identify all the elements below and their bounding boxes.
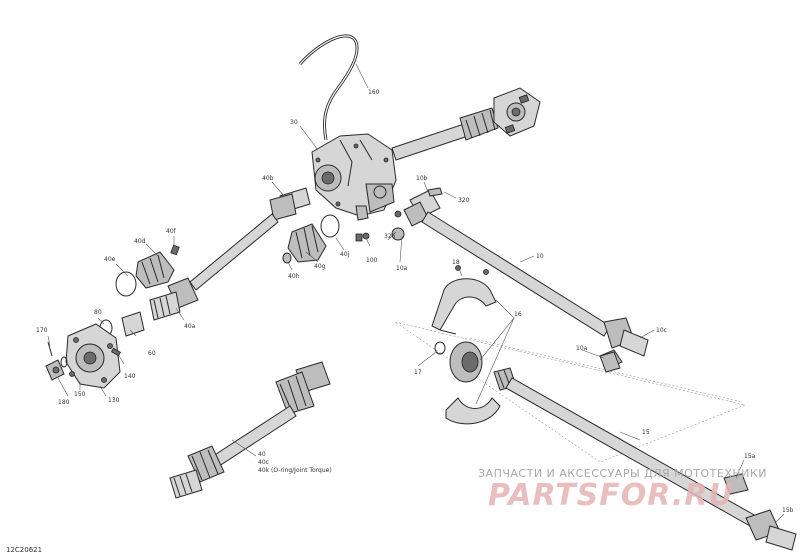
callout-140: 140 (124, 373, 136, 380)
callout-10: 10 (536, 253, 544, 260)
leader-lines (47, 63, 785, 523)
callout-40c: 40c (258, 459, 269, 466)
propshaft-10 (362, 187, 649, 369)
callout-40d: 40d (134, 238, 146, 245)
callout-40j: 40j (340, 251, 350, 258)
callout-170: 170 (36, 327, 48, 334)
callout-40e: 40e (104, 256, 116, 263)
callout-60: 60 (148, 350, 156, 357)
callout-labels: 160 30 40b 40d 40f 40e 40g 40j 40h 40a 8… (36, 89, 794, 514)
callout-10a-top: 10a (396, 265, 408, 272)
callout-40: 40 (258, 451, 266, 458)
center-bearing-bracket (431, 265, 501, 425)
callout-130: 130 (108, 397, 120, 404)
callout-100: 100 (366, 257, 378, 264)
callout-150: 150 (74, 391, 86, 398)
callout-40g: 40g (314, 263, 326, 270)
callout-10b: 10b (416, 175, 428, 182)
callout-18: 18 (452, 259, 460, 266)
callout-80: 80 (94, 309, 102, 316)
guide-lines (394, 321, 746, 463)
callout-15: 15 (642, 429, 650, 436)
callout-15a: 15a (744, 453, 756, 460)
breather-hose (298, 34, 359, 141)
callout-40a: 40a (184, 323, 196, 330)
cv-boot-set-right (282, 214, 363, 264)
propshaft-15 (493, 367, 797, 551)
callout-160: 160 (368, 89, 380, 96)
callout-16: 16 (514, 311, 522, 318)
callout-40f: 40f (166, 228, 177, 235)
callout-40h: 40h (288, 273, 300, 280)
callout-180: 180 (58, 399, 70, 406)
callout-40k: 40k (O-ring/Joint Torque) (258, 467, 332, 474)
diagram-code: 12C20621 (6, 546, 43, 554)
front-differential (311, 133, 397, 221)
callout-320: 320 (458, 197, 470, 204)
u-joint-10a (599, 351, 621, 373)
callout-326: 326 (384, 233, 396, 240)
watermark-tagline: ЗАПЧАСТИ И АКСЕССУАРЫ ДЛЯ МОТОТЕХНИКИ (478, 467, 767, 480)
callout-17: 17 (414, 369, 422, 376)
wheel-hub (45, 323, 122, 389)
pinion-shaft-upper (391, 87, 541, 161)
cv-boot-set-left (99, 244, 180, 337)
callout-10c: 10c (656, 327, 667, 334)
callout-40b: 40b (262, 175, 274, 182)
watermark-logo: PARTSFOR.RU (488, 478, 734, 513)
callout-30: 30 (290, 119, 298, 126)
callout-10a-bottom: 10a (576, 345, 588, 352)
callout-15b: 15b (782, 507, 794, 514)
driveshaft-40b (149, 187, 311, 321)
axle-40 (169, 361, 331, 499)
